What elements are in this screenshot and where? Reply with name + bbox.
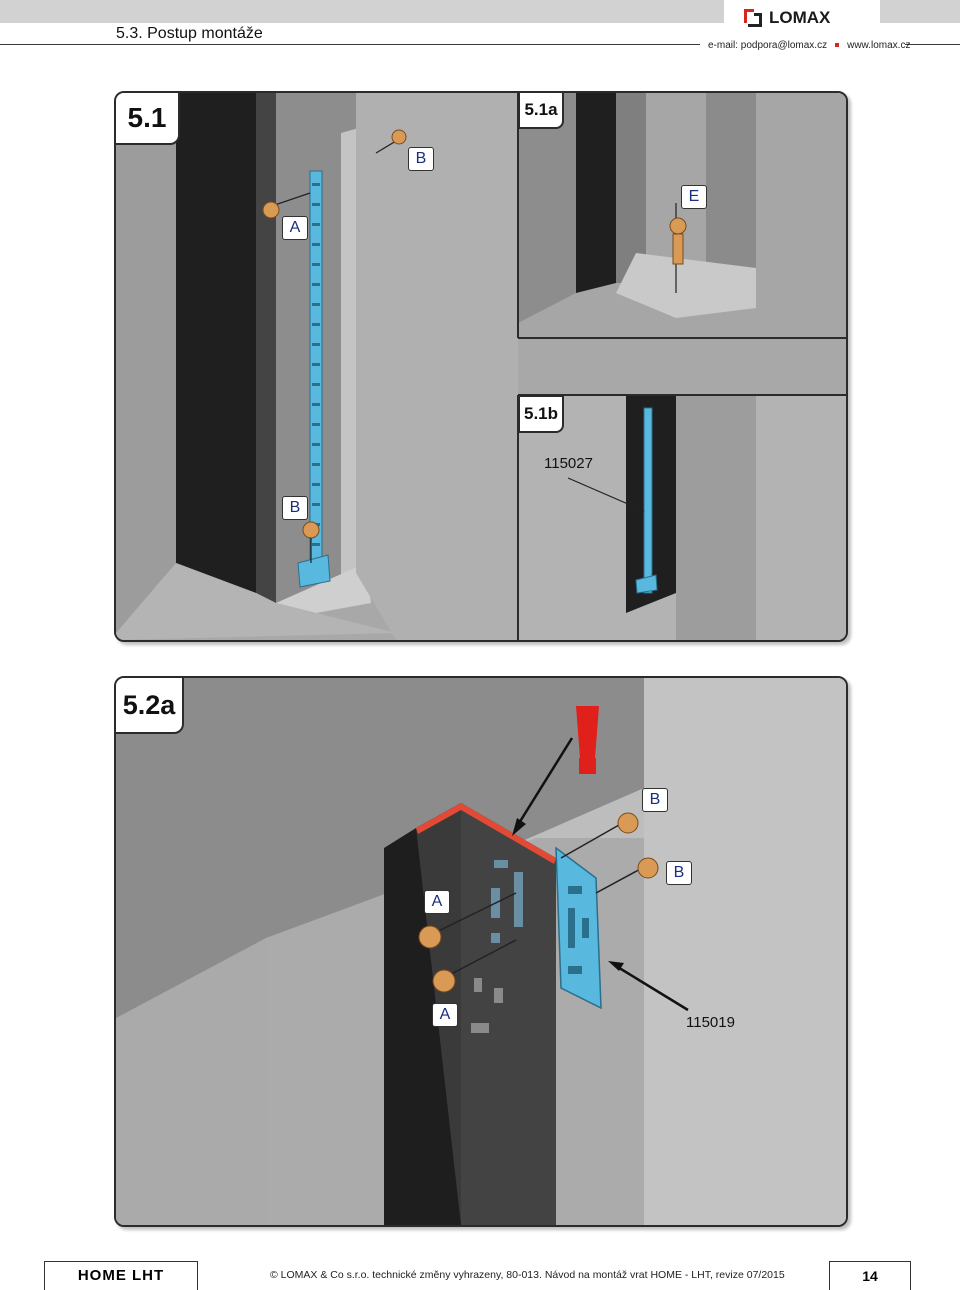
part-number-115027: 115027 — [544, 455, 593, 472]
figure-label-5-1: 5.1 — [116, 93, 180, 145]
figure-label-5-2a: 5.2a — [116, 678, 184, 734]
part-tag-a1: A — [424, 890, 450, 914]
section-title: 5.3. Postup montáže — [116, 25, 263, 42]
part-tag-a2: A — [432, 1003, 458, 1027]
brand-name: LOMAX — [769, 8, 831, 27]
header-band — [0, 0, 960, 23]
footer-page-number: 14 — [829, 1261, 911, 1290]
part-tag-e: E — [681, 185, 707, 209]
separator-square-icon — [835, 42, 840, 47]
part-tag-b1: B — [642, 788, 668, 812]
illustration-5-1 — [116, 93, 846, 640]
figure-label-5-1a: 5.1a — [518, 93, 564, 129]
email-link[interactable]: e-mail: podpora@lomax.cz — [708, 40, 828, 51]
brand-logo: LOMAX — [724, 0, 880, 32]
part-tag-b2: B — [666, 861, 692, 885]
header-rule-right — [905, 44, 960, 45]
part-tag-a: A — [282, 216, 308, 240]
illustration-5-2a — [116, 678, 846, 1225]
part-number-115019: 115019 — [686, 1014, 735, 1031]
header-rule — [0, 44, 700, 45]
figure-panel-5-2a: 5.2a B B A A 115019 — [114, 676, 848, 1227]
footer-copyright: © LOMAX & Co s.r.o. technické změny vyhr… — [270, 1269, 785, 1281]
figure-panel-5-1: 5.1 5.1a 5.1b A B B E 115027 — [114, 91, 848, 642]
contact-line: e-mail: podpora@lomax.cz www.lomax.cz — [708, 40, 910, 51]
footer-product-name: HOME LHT — [44, 1261, 198, 1290]
logo-mark-icon — [744, 9, 762, 27]
web-link[interactable]: www.lomax.cz — [847, 40, 911, 51]
figure-label-5-1b: 5.1b — [518, 395, 564, 433]
warning-icon — [576, 706, 599, 774]
part-tag-b-top: B — [408, 147, 434, 171]
inset-5-1a — [517, 93, 846, 339]
part-tag-b-bottom: B — [282, 496, 308, 520]
inset-5-1b — [517, 394, 846, 640]
